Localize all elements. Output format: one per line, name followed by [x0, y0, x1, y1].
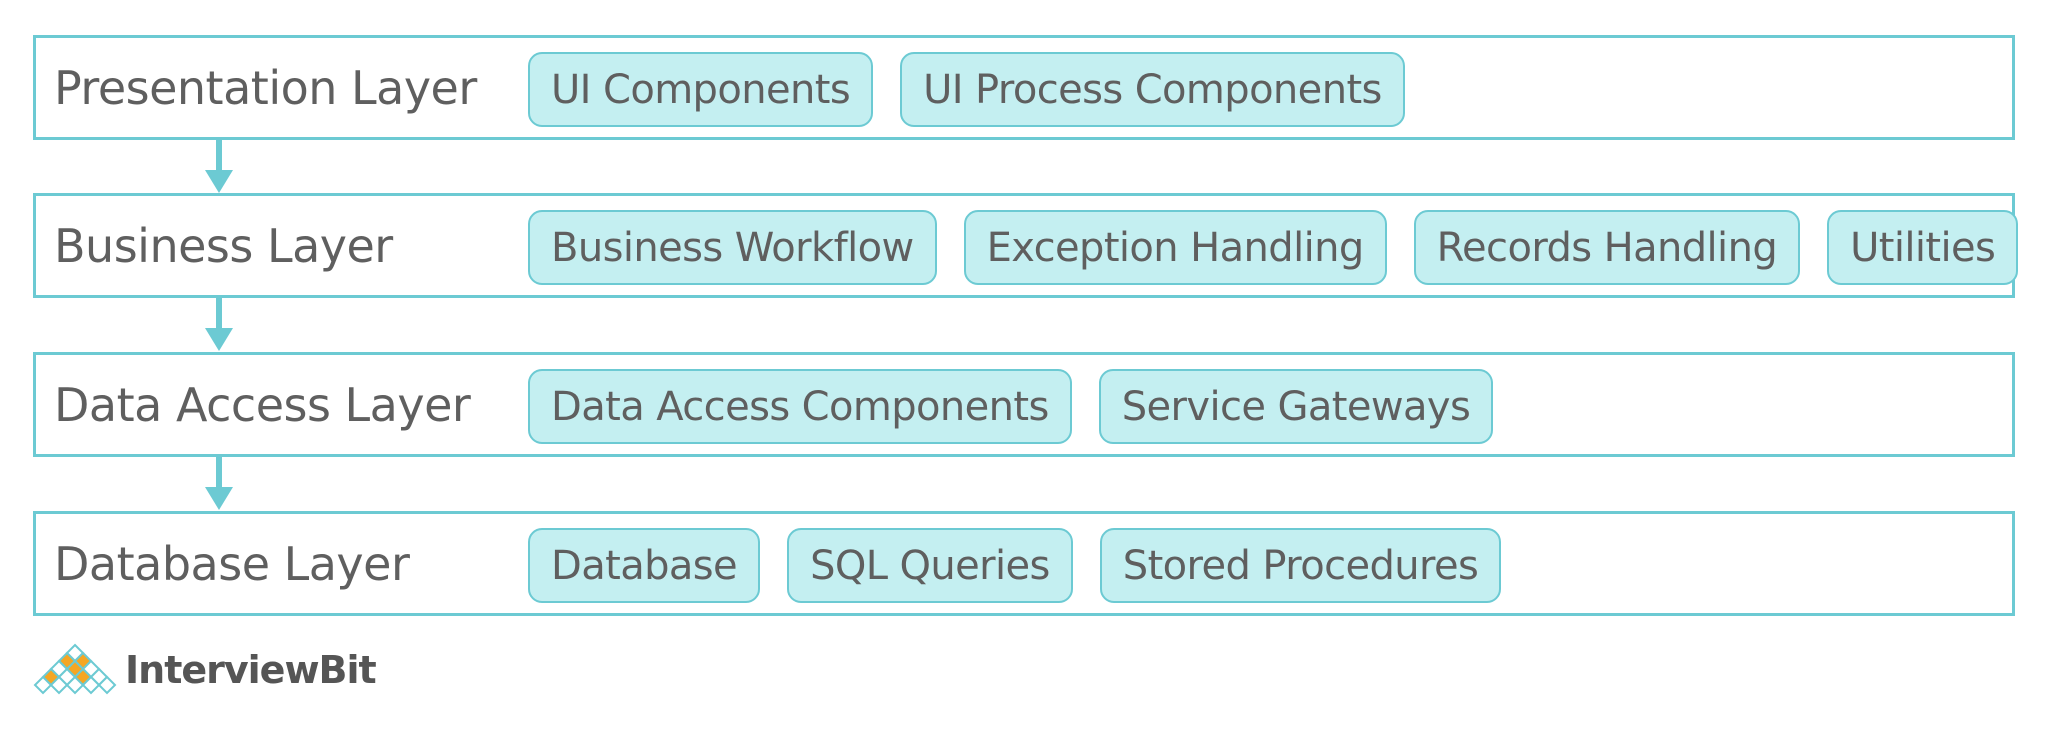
- down-arrow-icon: [205, 457, 233, 510]
- component-list: Database SQL Queries Stored Procedures: [528, 528, 1502, 603]
- component-list: Data Access Components Service Gateways: [528, 369, 1494, 444]
- component-chip: Utilities: [1827, 210, 2019, 285]
- layer-title: Data Access Layer: [54, 377, 471, 432]
- component-chip: Data Access Components: [528, 369, 1072, 444]
- component-chip: Exception Handling: [963, 210, 1387, 285]
- brand-name: InterviewBit: [125, 648, 377, 692]
- interviewbit-logo: InterviewBit: [33, 640, 377, 700]
- presentation-layer: Presentation Layer UI Components UI Proc…: [33, 35, 2015, 140]
- component-chip: Stored Procedures: [1099, 528, 1502, 603]
- down-arrow-icon: [205, 298, 233, 351]
- component-chip: SQL Queries: [787, 528, 1073, 603]
- component-chip: UI Process Components: [900, 52, 1405, 127]
- component-list: UI Components UI Process Components: [528, 52, 1405, 127]
- component-chip: Service Gateways: [1098, 369, 1494, 444]
- business-layer: Business Layer Business Workflow Excepti…: [33, 193, 2019, 298]
- component-chip: Database: [528, 528, 761, 603]
- component-chip: Business Workflow: [528, 210, 937, 285]
- diamond-grid-icon: [33, 643, 117, 695]
- component-list: Business Workflow Exception Handling Rec…: [528, 210, 2019, 285]
- component-chip: Records Handling: [1413, 210, 1801, 285]
- component-chip: UI Components: [528, 52, 874, 127]
- data-access-layer: Data Access Layer Data Access Components…: [33, 352, 2015, 457]
- layer-title: Database Layer: [54, 536, 410, 591]
- down-arrow-icon: [205, 140, 233, 193]
- database-layer: Database Layer Database SQL Queries Stor…: [33, 511, 2015, 616]
- layer-title: Presentation Layer: [54, 60, 477, 115]
- layer-title: Business Layer: [54, 218, 393, 273]
